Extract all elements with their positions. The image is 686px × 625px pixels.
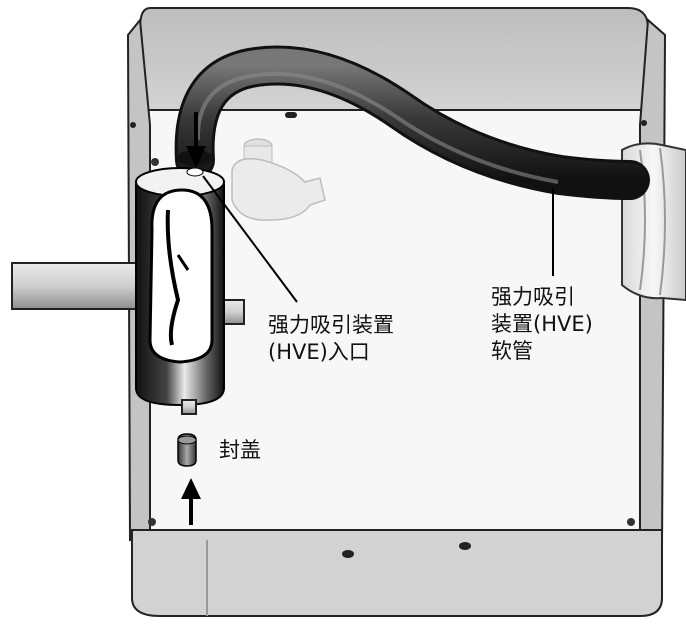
tray-hole <box>148 518 156 526</box>
tray-hole <box>151 158 159 166</box>
hve-inlet-label-line1: 强力吸引装置 <box>268 313 394 337</box>
down-arrow-icon <box>186 112 206 168</box>
hve-hose-label: 强力吸引 装置(HVE) 软管 <box>491 284 593 365</box>
hve-inlet-body <box>135 167 245 415</box>
hve-hose-label-line3: 软管 <box>491 339 533 363</box>
hve-hose-label-line2: 装置(HVE) <box>491 312 593 336</box>
up-arrow-icon <box>181 478 201 525</box>
tray-hole <box>459 542 471 550</box>
tray-hole <box>130 122 136 128</box>
cap <box>177 433 197 467</box>
hve-hose-label-line1: 强力吸引 <box>491 285 575 309</box>
cap-label-text: 封盖 <box>219 438 261 462</box>
elbow-fitting <box>231 138 326 221</box>
hve-hose <box>174 45 650 200</box>
tray-hole <box>627 518 635 526</box>
tray-front-wall <box>131 529 663 617</box>
cap-label: 封盖 <box>219 437 261 464</box>
hve-inlet-label-line2: (HVE)入口 <box>268 340 370 364</box>
leader-line-inlet <box>202 175 298 303</box>
tray-hole <box>641 120 647 126</box>
tray-hole <box>342 550 354 558</box>
side-pipe <box>11 262 141 310</box>
tray-slot <box>285 112 297 118</box>
hve-inlet-label: 强力吸引装置 (HVE)入口 <box>268 312 394 366</box>
